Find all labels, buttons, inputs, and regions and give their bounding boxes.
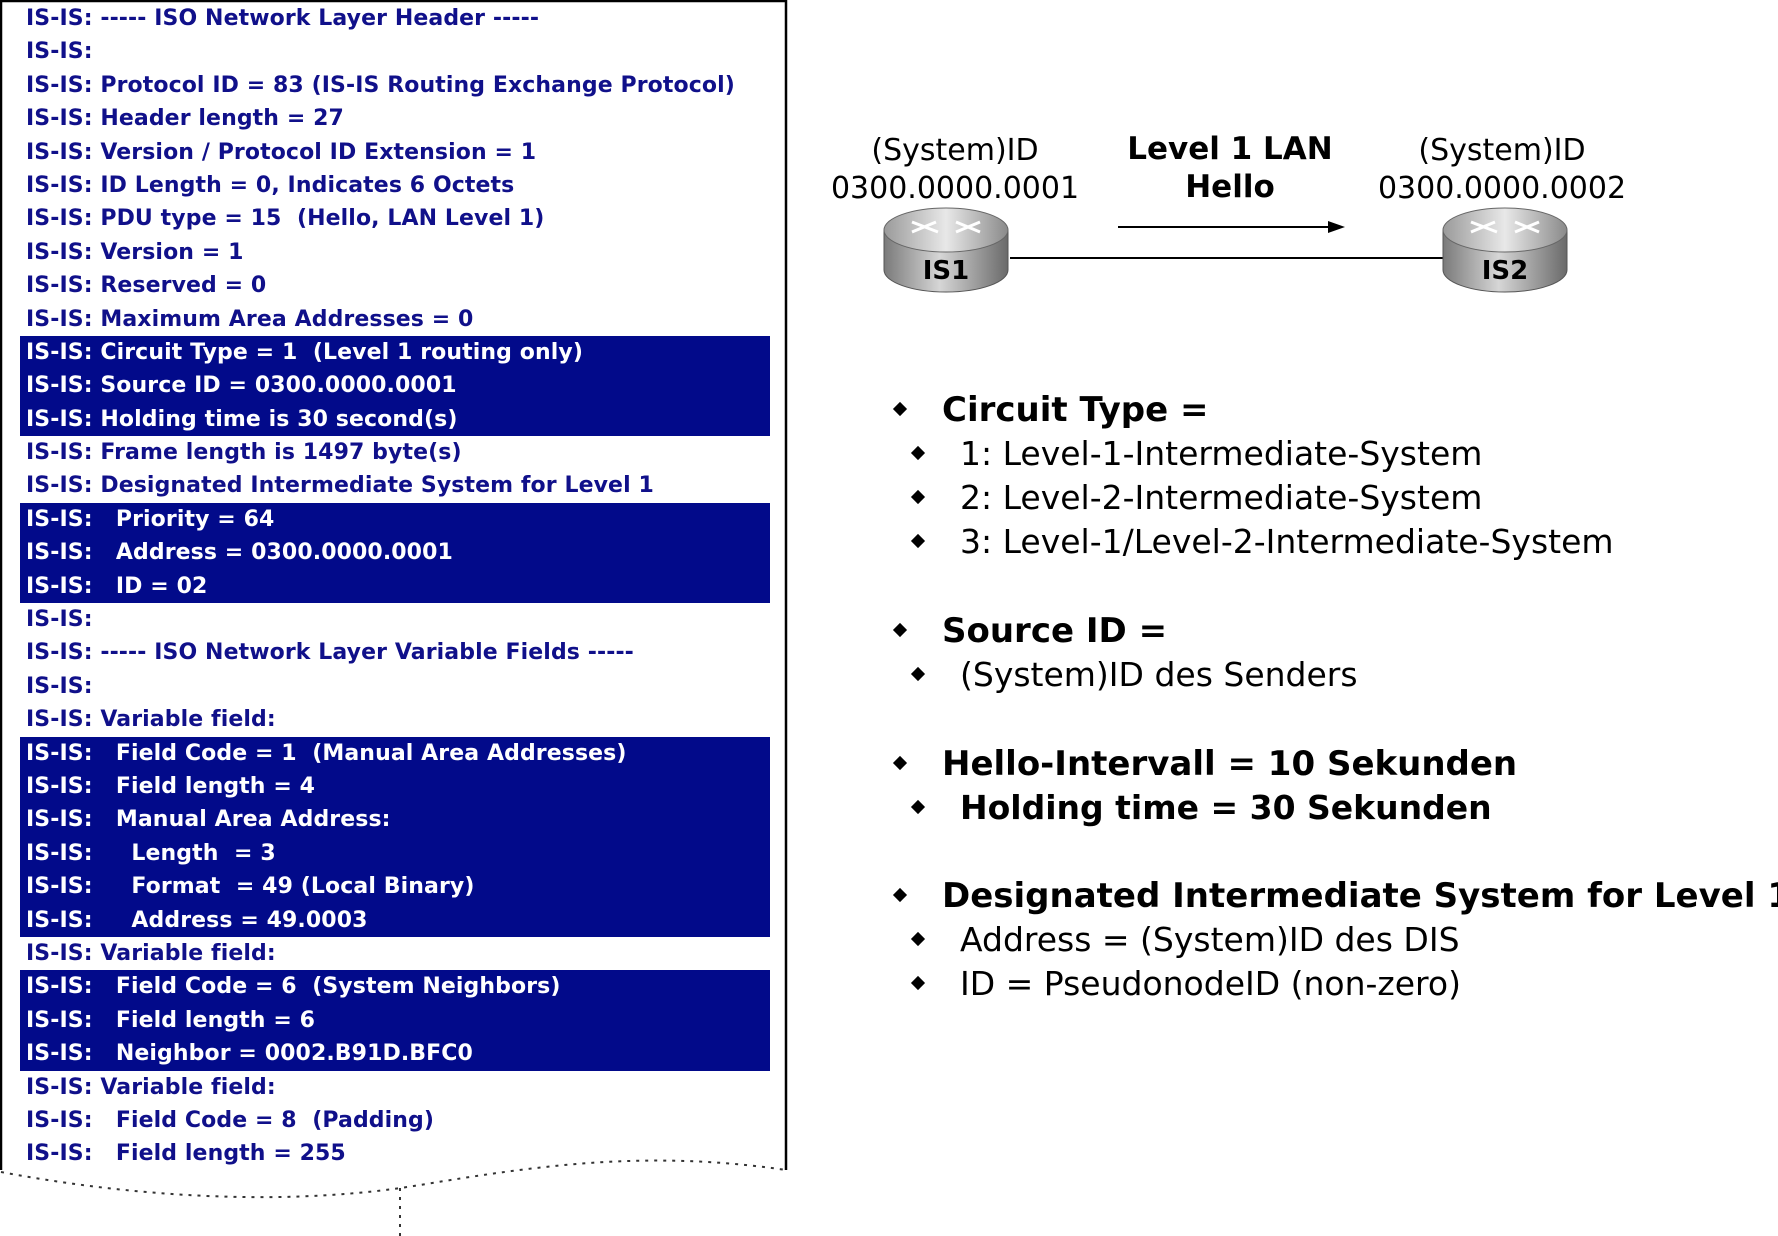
log-line: IS-IS: Field Code = 1 (Manual Area Addre…: [20, 736, 770, 770]
log-line: IS-IS: Field Code = 8 (Padding): [26, 1107, 435, 1133]
note-heading: Circuit Type =: [880, 388, 1614, 432]
router-is2-label: IS2: [1481, 256, 1529, 286]
note-circuit-type: Circuit Type = 1: Level-1-Intermediate-S…: [880, 388, 1614, 564]
log-line: IS-IS: ID Length = 0, Indicates 6 Octets: [26, 172, 515, 198]
log-line: IS-IS: ----- ISO Network Layer Header --…: [26, 6, 540, 31]
bullet-icon: [892, 401, 908, 417]
router-is2-icon: [1442, 207, 1568, 293]
debug-log-panel: IS-IS: ----- ISO Network Layer Header --…: [0, 0, 800, 1236]
bullet-icon: [910, 931, 926, 947]
is2-id-label-group: (System)ID 0300.0000.0002: [1372, 132, 1632, 208]
log-line: IS-IS: Variable field:: [26, 1074, 276, 1100]
log-line: IS-IS: Length = 3: [20, 836, 770, 871]
note-item: 2: Level-2-Intermediate-System: [880, 476, 1614, 520]
bullet-icon: [910, 666, 926, 682]
link-label: Level 1 LAN Hello: [1100, 130, 1360, 206]
is2-id-value: 0300.0000.0002: [1377, 171, 1627, 206]
log-line: IS-IS: Field length = 6: [20, 1003, 770, 1038]
log-line: IS-IS: Manual Area Address:: [20, 803, 770, 837]
note-dis: Designated Intermediate System for Level…: [880, 874, 1778, 1006]
note-item: Address = (System)ID des DIS: [880, 918, 1778, 962]
debug-log-lines: IS-IS: ----- ISO Network Layer Header --…: [20, 2, 770, 1171]
log-line: IS-IS: Holding time is 30 second(s): [20, 402, 770, 437]
log-line: IS-IS: Field length = 4: [20, 769, 770, 804]
router-is1-icon: [883, 207, 1009, 293]
log-line: IS-IS: Version = 1: [26, 239, 244, 265]
log-line: IS-IS:: [26, 607, 93, 633]
note-item: (System)ID des Senders: [880, 653, 1358, 697]
log-line: IS-IS: Maximum Area Addresses = 0: [26, 306, 474, 332]
note-heading: Designated Intermediate System for Level…: [880, 874, 1778, 918]
note-item: ID = PseudonodeID (non-zero): [880, 962, 1778, 1006]
log-line: IS-IS: ID = 02: [20, 569, 770, 604]
bullet-icon: [892, 622, 908, 638]
note-source-id: Source ID = (System)ID des Senders: [880, 609, 1358, 697]
is1-id-value: 0300.0000.0001: [830, 171, 1080, 206]
note-item: 3: Level-1/Level-2-Intermediate-System: [880, 520, 1614, 564]
log-line: IS-IS:: [26, 673, 93, 699]
log-line: IS-IS: Frame length is 1497 byte(s): [26, 440, 462, 466]
log-line: IS-IS: Variable field:: [26, 707, 276, 733]
log-line: IS-IS: Field length = 255: [26, 1141, 346, 1167]
log-line: IS-IS: Header length = 27: [26, 106, 344, 132]
is1-id-label-group: (System)ID 0300.0000.0001: [825, 132, 1085, 208]
log-line: IS-IS: Variable field:: [26, 940, 276, 966]
log-line: IS-IS: Neighbor = 0002.B91D.BFC0: [20, 1037, 770, 1071]
log-line: IS-IS: Protocol ID = 83 (IS-IS Routing E…: [26, 72, 735, 98]
log-line: IS-IS: Designated Intermediate System fo…: [26, 473, 654, 499]
log-line: IS-IS: Address = 49.0003: [20, 903, 770, 937]
bullet-icon: [910, 445, 926, 461]
log-line: IS-IS: Version / Protocol ID Extension =…: [26, 139, 537, 165]
log-line: IS-IS: Priority = 64: [20, 502, 770, 537]
bullet-icon: [892, 887, 908, 903]
link-label-line2: Hello: [1185, 169, 1275, 205]
bullet-icon: [910, 489, 926, 505]
log-line: IS-IS: Circuit Type = 1 (Level 1 routing…: [20, 335, 770, 370]
bullet-icon: [892, 755, 908, 771]
diagram-lines: [883, 207, 1568, 293]
log-line: IS-IS:: [26, 39, 93, 65]
log-frame: [0, 0, 788, 1236]
is2-id-label: (System)ID: [1418, 133, 1586, 168]
note-item: 1: Level-1-Intermediate-System: [880, 432, 1614, 476]
note-heading: Source ID =: [880, 609, 1358, 653]
router-is1-label: IS1: [922, 256, 970, 286]
bullet-icon: [910, 799, 926, 815]
log-line: IS-IS: Reserved = 0: [26, 273, 267, 299]
bullet-icon: [910, 533, 926, 549]
is1-id-label: (System)ID: [871, 133, 1039, 168]
bullet-icon: [910, 975, 926, 991]
note-item: Holding time = 30 Sekunden: [880, 786, 1517, 830]
log-line: IS-IS: PDU type = 15 (Hello, LAN Level 1…: [26, 206, 545, 232]
note-heading: Hello-Intervall = 10 Sekunden: [880, 742, 1517, 786]
log-line: IS-IS: Field Code = 6 (System Neighbors): [20, 970, 770, 1004]
log-line: IS-IS: Format = 49 (Local Binary): [20, 870, 770, 904]
hello-arrow-head: [1328, 221, 1345, 233]
log-line: IS-IS: Address = 0300.0000.0001: [20, 536, 770, 570]
note-hello-interval: Hello-Intervall = 10 Sekunden Holding ti…: [880, 742, 1517, 830]
link-label-line1: Level 1 LAN: [1127, 131, 1333, 167]
log-line: IS-IS: ----- ISO Network Layer Variable …: [26, 640, 634, 666]
log-line: IS-IS: Source ID = 0300.0000.0001: [20, 369, 770, 403]
